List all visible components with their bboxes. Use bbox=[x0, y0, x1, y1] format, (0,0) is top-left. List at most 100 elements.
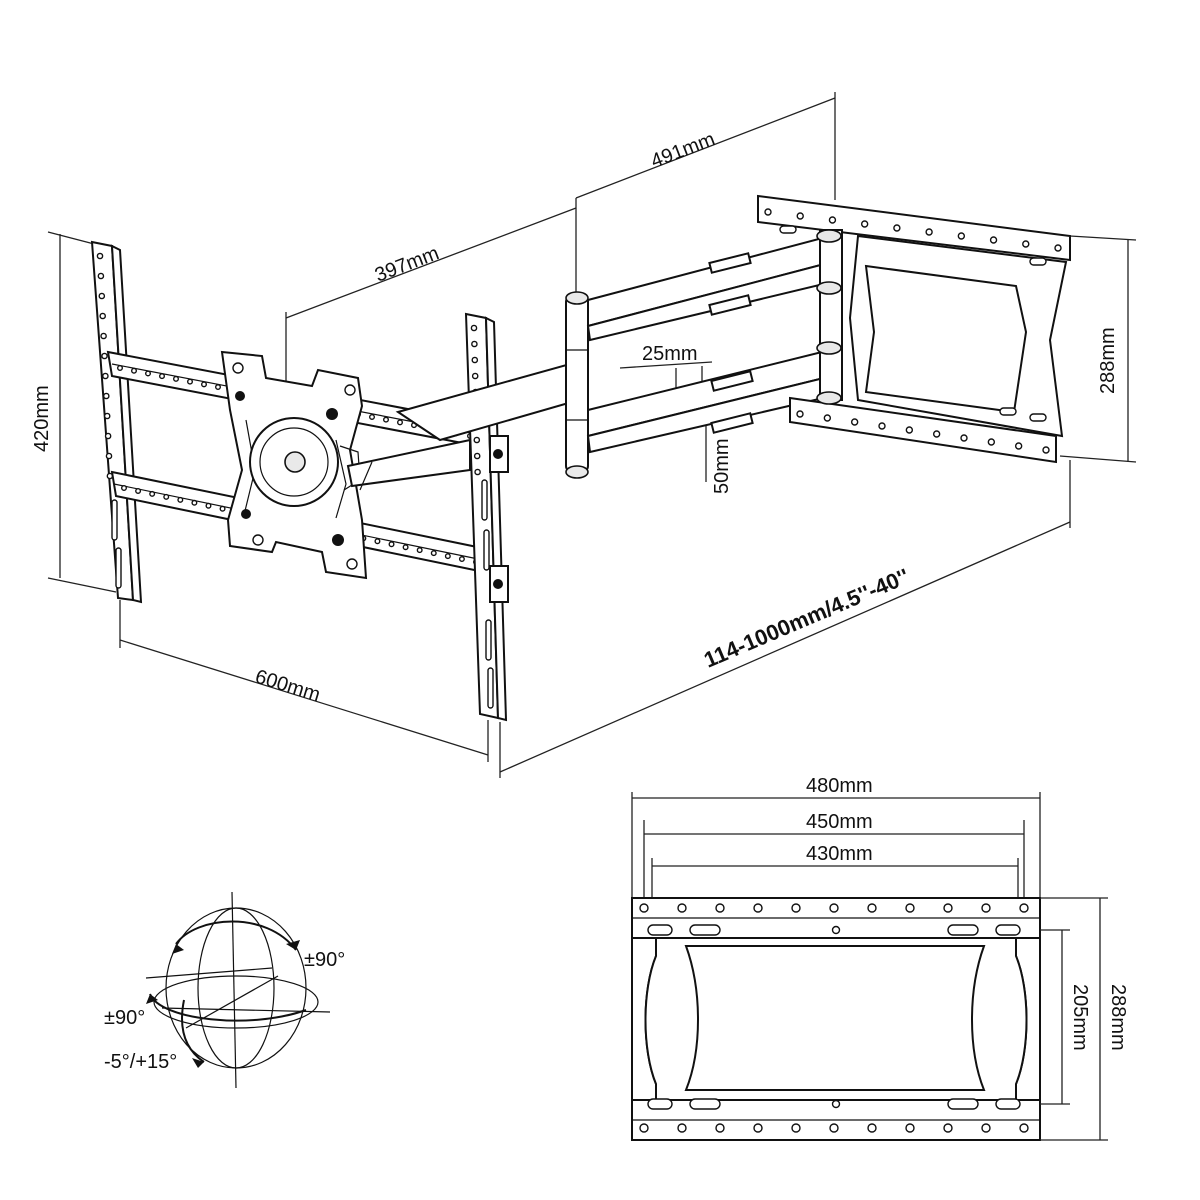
mounting-hole bbox=[135, 487, 142, 494]
label-tilt: -5°/+15° bbox=[104, 1051, 177, 1073]
mounting-hole bbox=[474, 468, 481, 476]
mounting-hole bbox=[458, 556, 465, 563]
label-397mm: 397mm bbox=[372, 242, 442, 286]
mounting-hole bbox=[200, 381, 207, 388]
mounting-hole bbox=[764, 208, 772, 216]
mounting-hole bbox=[791, 903, 801, 913]
mounting-hole bbox=[214, 384, 221, 391]
mounting-hole bbox=[981, 903, 991, 913]
mounting-hole bbox=[823, 414, 832, 422]
mounting-hole bbox=[957, 232, 966, 240]
mounting-hole bbox=[867, 1123, 877, 1133]
plate-cutout bbox=[684, 945, 986, 1091]
mounting-hole bbox=[867, 903, 877, 913]
mounting-hole bbox=[397, 419, 404, 426]
mounting-slot bbox=[111, 499, 118, 541]
mounting-hole bbox=[796, 410, 804, 418]
label-430mm: 430mm bbox=[806, 843, 873, 865]
mounting-hole bbox=[677, 903, 687, 913]
mounting-hole bbox=[191, 499, 198, 506]
elbow-joint bbox=[565, 291, 589, 479]
mounting-hole bbox=[369, 413, 376, 420]
label-swivel: ±90° bbox=[304, 949, 345, 971]
mounting-hole bbox=[172, 375, 179, 382]
mounting-hole bbox=[1019, 1123, 1029, 1133]
label-600mm: 600mm bbox=[253, 666, 323, 707]
mounting-slot bbox=[647, 924, 673, 936]
dimension-lines bbox=[47, 92, 1137, 778]
mounting-hole bbox=[960, 434, 968, 442]
mounting-hole bbox=[905, 903, 915, 913]
right-tv-bracket bbox=[464, 312, 509, 722]
label-50mm: 50mm bbox=[711, 438, 733, 494]
mounting-hole bbox=[471, 340, 478, 348]
mounting-hole bbox=[444, 553, 451, 560]
mounting-hole bbox=[104, 432, 112, 440]
mounting-hole bbox=[99, 312, 106, 320]
mounting-hole bbox=[471, 372, 479, 380]
mounting-hole bbox=[850, 418, 859, 426]
mounting-hole bbox=[715, 903, 725, 913]
outer-arms bbox=[586, 234, 834, 454]
mounting-hole bbox=[471, 356, 479, 364]
mounting-slot bbox=[995, 1098, 1021, 1110]
mounting-slot bbox=[487, 667, 494, 709]
label-450mm: 450mm bbox=[806, 811, 873, 833]
mounting-hole bbox=[130, 367, 137, 374]
wall-plate bbox=[757, 194, 1071, 464]
mounting-hole bbox=[158, 373, 165, 380]
tilt-arrow bbox=[181, 999, 205, 1063]
mounting-hole bbox=[829, 903, 839, 913]
label-491mm: 491mm bbox=[648, 128, 718, 172]
label-288mm-detail: 288mm bbox=[1107, 984, 1129, 1051]
label-420mm: 420mm bbox=[31, 385, 53, 452]
mounting-hole bbox=[177, 496, 184, 503]
mounting-hole bbox=[981, 1123, 991, 1133]
mounting-hole bbox=[473, 452, 481, 460]
mounting-hole bbox=[905, 1123, 915, 1133]
rotation-diagram: ±90° ±90° -5°/+15° bbox=[104, 891, 345, 1089]
swivel-arrow bbox=[175, 920, 297, 951]
main-assembly: 491mm 397mm 420mm 600mm 288mm 25mm 50mm … bbox=[31, 92, 1137, 778]
mounting-hole bbox=[943, 1123, 953, 1133]
mounting-hole bbox=[878, 422, 886, 430]
mounting-hole bbox=[96, 252, 104, 260]
mounting-hole bbox=[753, 903, 763, 913]
mounting-slot bbox=[485, 619, 492, 661]
mounting-hole bbox=[829, 1123, 839, 1133]
mounting-hole bbox=[163, 493, 170, 500]
mounting-hole bbox=[102, 372, 109, 380]
label-vesa-range: 114-1000mm/4.5''-40'' bbox=[700, 564, 913, 673]
mounting-slot bbox=[1029, 413, 1047, 422]
mounting-hole bbox=[1014, 442, 1023, 450]
mounting-hole bbox=[470, 324, 478, 332]
mounting-hole bbox=[1042, 446, 1050, 454]
mounting-hole bbox=[149, 490, 156, 497]
mounting-hole bbox=[715, 1123, 725, 1133]
mounting-hole bbox=[402, 544, 409, 551]
mounting-hole bbox=[677, 1123, 687, 1133]
mounting-hole bbox=[932, 430, 941, 438]
mounting-hole bbox=[753, 1123, 763, 1133]
mounting-hole bbox=[925, 228, 933, 236]
rotate-arrow bbox=[149, 993, 307, 1022]
center-pivot bbox=[284, 451, 306, 473]
mounting-hole bbox=[831, 1099, 841, 1109]
mounting-hole bbox=[1054, 244, 1062, 252]
mounting-hole bbox=[639, 1123, 649, 1133]
mounting-hole bbox=[388, 541, 395, 548]
mounting-hole bbox=[416, 547, 423, 554]
mounting-hole bbox=[383, 416, 390, 423]
mounting-hole bbox=[860, 220, 869, 228]
mounting-hole bbox=[943, 903, 953, 913]
label-288mm-main: 288mm bbox=[1097, 327, 1119, 394]
mounting-hole bbox=[905, 426, 914, 434]
mounting-hole bbox=[97, 272, 105, 280]
mounting-hole bbox=[205, 502, 212, 509]
mounting-hole bbox=[831, 925, 841, 935]
left-tv-bracket bbox=[90, 240, 143, 604]
mounting-hole bbox=[374, 538, 381, 545]
vesa-adapter-plate bbox=[220, 350, 368, 580]
mounting-slot bbox=[647, 1098, 673, 1110]
